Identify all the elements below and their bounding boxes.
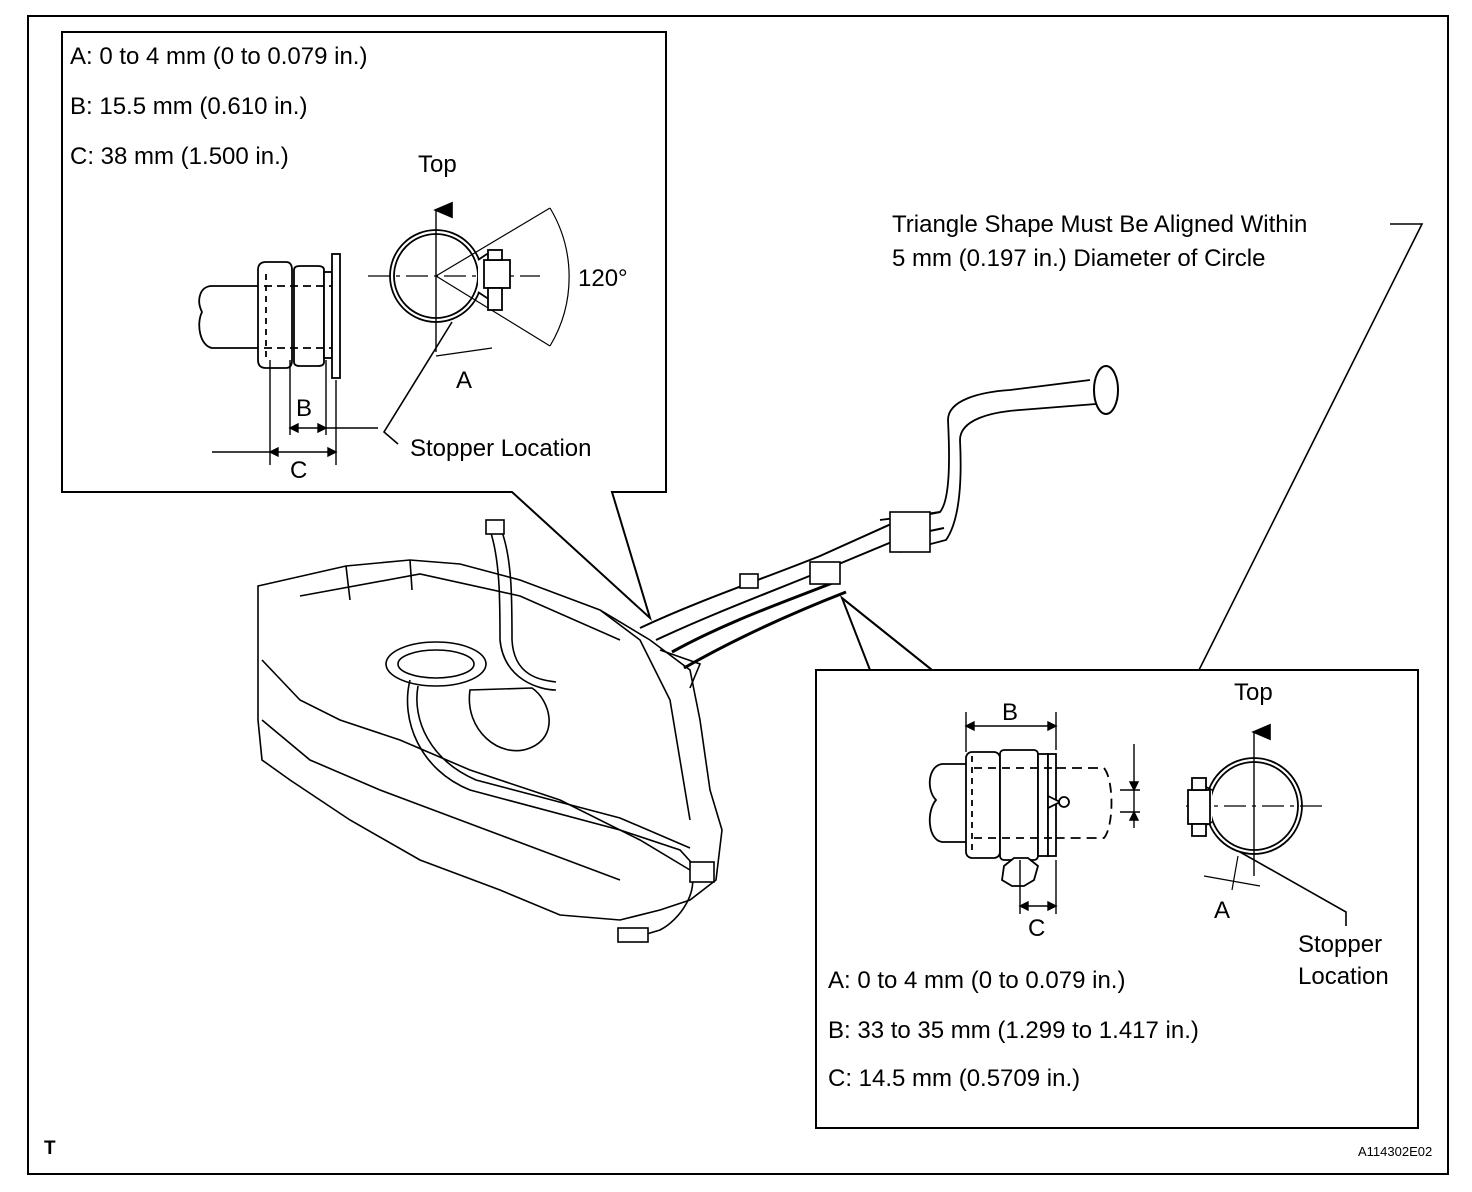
top-stopper-label: Stopper Location: [410, 435, 591, 462]
bottom-dimension-lines: [964, 712, 1140, 914]
bottom-hose-side-view: [928, 749, 1113, 887]
top-dim-c-label: C: [290, 457, 307, 484]
bottom-dim-a-label: A: [1214, 897, 1230, 924]
fuel-tank-assembly: [257, 365, 1119, 943]
top-clamp-end-view: [368, 201, 570, 357]
top-hose-side-view: [198, 253, 341, 379]
bottom-dim-c-label: C: [1028, 915, 1045, 942]
figure-id: A114302E02: [1358, 1144, 1432, 1159]
top-callout: A: 0 to 4 mm (0 to 0.079 in.) B: 15.5 mm…: [61, 31, 667, 622]
bottom-clamp-end-view: [1186, 723, 1347, 926]
outer-frame: [27, 15, 1449, 1175]
alignment-note-line1: Triangle Shape Must Be Aligned Within: [892, 211, 1307, 238]
bottom-top-label: Top: [1234, 679, 1273, 706]
bottom-stopper-line2: Location: [1298, 963, 1389, 990]
top-dim-a-label: A: [456, 367, 472, 394]
bottom-callout-box: [815, 594, 1419, 1129]
bottom-spec-b: B: 33 to 35 mm (1.299 to 1.417 in.): [828, 1017, 1199, 1044]
top-spec-a: A: 0 to 4 mm (0 to 0.079 in.): [70, 43, 367, 70]
top-angle-label: 120°: [578, 265, 628, 292]
alignment-leader: [1133, 223, 1424, 801]
bottom-spec-a: A: 0 to 4 mm (0 to 0.079 in.): [828, 967, 1125, 994]
top-dimension-lines: [212, 360, 378, 465]
bottom-callout: B C Top A Stopper Location A: 0 to 4 mm …: [815, 594, 1419, 1129]
corner-mark: T: [44, 1138, 56, 1159]
top-stopper-leader: [382, 321, 453, 445]
alignment-note-line2: 5 mm (0.197 in.) Diameter of Circle: [892, 245, 1265, 272]
bottom-spec-c: C: 14.5 mm (0.5709 in.): [828, 1065, 1080, 1092]
bottom-dim-b-label: B: [1002, 699, 1018, 726]
bottom-stopper-line1: Stopper: [1298, 931, 1382, 958]
top-dim-b-label: B: [296, 395, 312, 422]
top-top-label: Top: [418, 151, 457, 178]
top-spec-b: B: 15.5 mm (0.610 in.): [70, 93, 307, 120]
top-callout-box: [61, 31, 667, 622]
top-spec-c: C: 38 mm (1.500 in.): [70, 143, 289, 170]
